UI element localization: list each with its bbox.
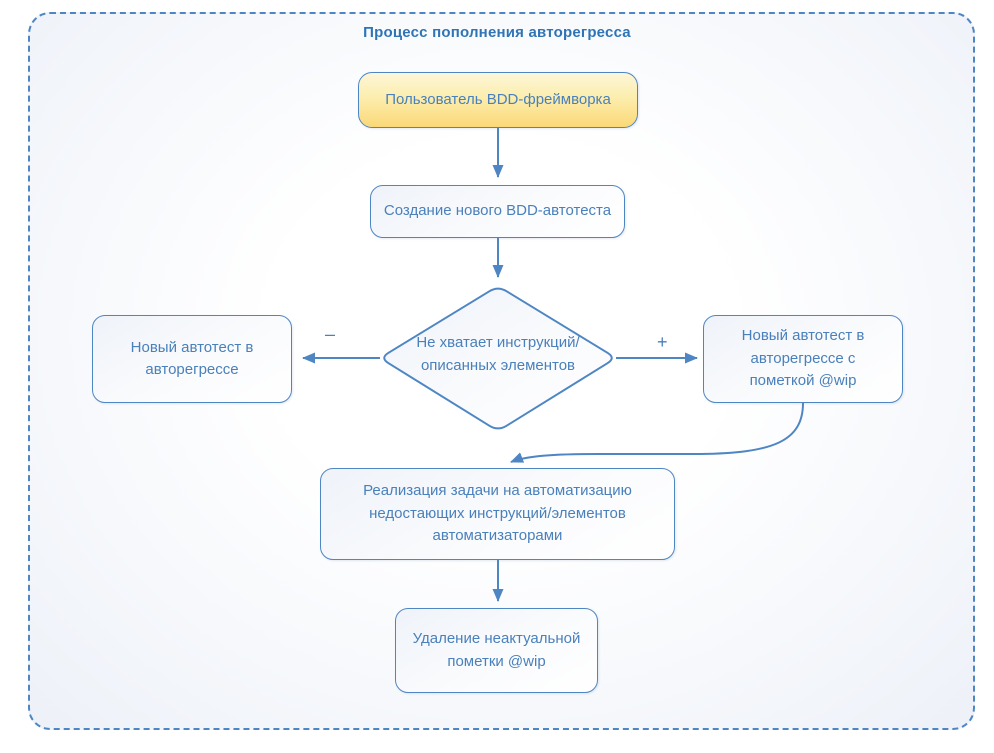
- edge-label-positive: +: [652, 330, 673, 354]
- node-remove-wip-label: Удаление неактуальной пометки @wip: [412, 630, 581, 670]
- connector-wip-to-task: [510, 402, 804, 463]
- node-automation-task: Реализация задачи на автоматизацию недос…: [320, 468, 675, 560]
- diagram-title: Процесс пополнения авторегресса: [363, 24, 631, 41]
- node-create-autotest-label: Создание нового BDD-автотеста: [383, 202, 612, 220]
- node-autoregress-label: Новый автотест в авторегрессе: [130, 338, 254, 379]
- node-create-autotest: Создание нового BDD-автотеста: [370, 185, 625, 238]
- node-autoregress-wip: Новый автотест в авторегрессе с пометкой…: [703, 315, 903, 403]
- decision-diamond-shape: [383, 287, 613, 430]
- node-decision-label: Не хватает инструкций/ описанных элемент…: [416, 334, 580, 374]
- node-automation-task-label: Реализация задачи на автоматизацию недос…: [363, 482, 632, 545]
- node-bdd-user: Пользователь BDD-фреймворка: [358, 72, 638, 128]
- node-autoregress: Новый автотест в авторегрессе: [92, 315, 292, 403]
- node-autoregress-wip-label: Новый автотест в авторегрессе с пометкой…: [741, 327, 865, 390]
- edge-label-negative: –: [320, 322, 341, 346]
- node-remove-wip: Удаление неактуальной пометки @wip: [395, 608, 598, 693]
- node-bdd-user-label: Пользователь BDD-фреймворка: [385, 90, 611, 108]
